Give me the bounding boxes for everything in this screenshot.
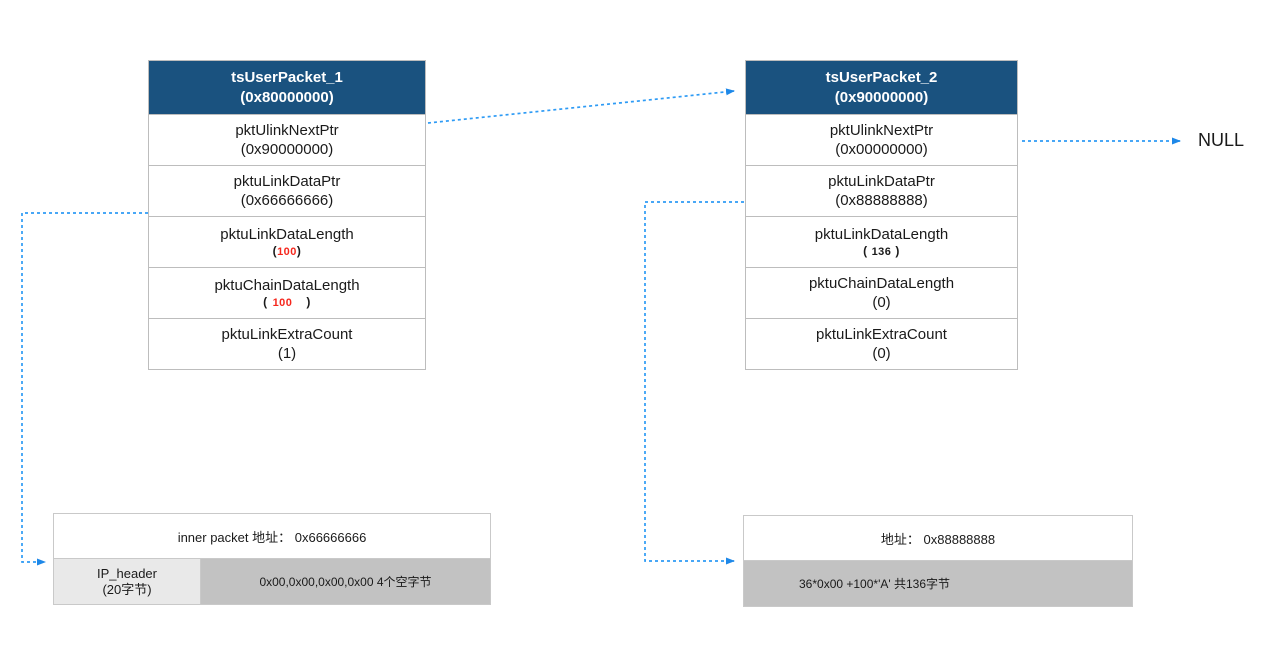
field-label: pktuChainDataLength [808,275,955,292]
packet1-address: (0x80000000) [240,89,334,106]
packet1-header: tsUserPacket_1 (0x80000000) [149,61,425,114]
packet1-struct: tsUserPacket_1 (0x80000000) pktUlinkNext… [148,60,426,370]
packet1-row-data-ptr: pktuLinkDataPtr (0x66666666) [149,165,425,216]
field-label: pktuLinkDataPtr [233,173,341,190]
packet2-title: tsUserPacket_2 [825,69,938,86]
buffer1-box: inner packet 地址： 0x66666666 IP_header (2… [53,513,491,605]
field-value: (0x88888888) [835,192,928,209]
field-label: pktuLinkDataLength [814,225,949,243]
ip-header-label: IP_header [97,565,157,581]
red-number: 100 [272,296,293,309]
field-label: pktuLinkExtraCount [221,326,353,343]
field-value: (0) [872,294,891,311]
field-value: (100) [263,294,311,309]
packet2-struct: tsUserPacket_2 (0x90000000) pktUlinkNext… [745,60,1018,370]
dark-number: 136 [871,245,892,258]
buffer2-bytes-cell: 36*0x00 +100*'A' 共136字节 [744,561,1132,606]
field-label: pktuLinkDataLength [220,225,354,243]
packet2-address: (0x90000000) [834,89,929,106]
buffer1-bytes-cell: 0x00,0x00,0x00,0x00 4个空字节 [201,559,490,604]
field-value: (1) [277,345,297,362]
field-label: pktuLinkExtraCount [816,326,947,343]
field-label: pktuChainDataLength [214,276,360,294]
packet2-header: tsUserPacket_2 (0x90000000) [746,61,1017,114]
field-value: (0x90000000) [240,141,334,158]
packet2-row-chain-length: pktuChainDataLength (0) [746,267,1017,318]
null-label: NULL [1198,130,1245,150]
buffer1-title: inner packet 地址： 0x66666666 [54,514,490,558]
packet1-title: tsUserPacket_1 [231,69,343,86]
packet2-row-data-ptr: pktuLinkDataPtr (0x88888888) [746,165,1017,216]
packet2-row-next-ptr: pktUlinkNextPtr (0x00000000) [746,114,1017,165]
buffer2-box: 地址： 0x88888888 36*0x00 +100*'A' 共136字节 [743,515,1133,607]
field-label: pktUlinkNextPtr [829,122,934,139]
arrow-packet2-dataptr-to-buffer2 [644,201,744,565]
buffer2-data-row: 36*0x00 +100*'A' 共136字节 [744,560,1132,606]
field-value: (0x00000000) [835,141,928,158]
packet1-row-chain-length: pktuChainDataLength (100) [149,267,425,318]
field-label: pktuLinkDataPtr [828,173,935,190]
ip-header-size: (20字节) [102,581,152,597]
buffer1-ip-header-cell: IP_header (20字节) [54,559,201,604]
field-value: (0x66666666) [240,192,334,209]
field-label: pktUlinkNextPtr [235,122,339,139]
packet1-row-next-ptr: pktUlinkNextPtr (0x90000000) [149,114,425,165]
packet1-row-data-length: pktuLinkDataLength (100) [149,216,425,267]
field-value: (136) [863,243,900,258]
field-value: (100) [272,243,302,258]
field-value: (0) [872,345,891,362]
packet2-row-data-length: pktuLinkDataLength (136) [746,216,1017,267]
buffer2-title: 地址： 0x88888888 [744,516,1132,560]
arrow-packet1-next-to-packet2 [427,88,735,124]
arrow-packet1-dataptr-to-buffer1 [21,212,148,566]
packet2-row-extra-count: pktuLinkExtraCount (0) [746,318,1017,369]
buffer1-data-row: IP_header (20字节) 0x00,0x00,0x00,0x00 4个空… [54,558,490,604]
red-number: 100 [277,245,297,258]
packet1-row-extra-count: pktuLinkExtraCount (1) [149,318,425,369]
